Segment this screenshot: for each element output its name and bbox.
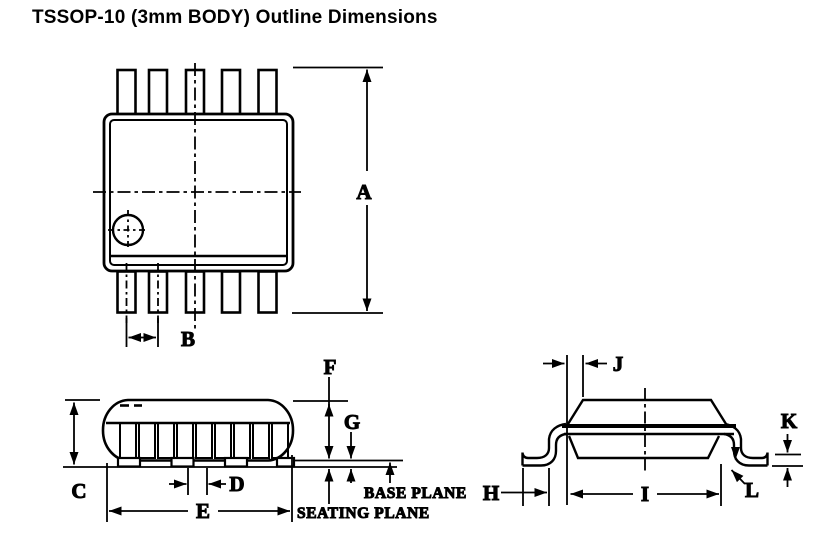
- dimension-d: [169, 468, 226, 495]
- end-view: J H I K: [482, 352, 803, 507]
- seating-plane-label: SEATING PLANE: [297, 505, 430, 522]
- end-left-lead: [521, 422, 567, 467]
- dimension-f: [293, 377, 348, 504]
- dim-label-a: A: [356, 180, 372, 204]
- dim-label-g: G: [344, 410, 360, 434]
- base-plane-label: BASE PLANE: [364, 485, 467, 502]
- dimension-a: [292, 66, 383, 314]
- top-view: A B: [93, 63, 383, 352]
- dim-label-f: F: [324, 355, 337, 379]
- dim-label-i: I: [641, 482, 649, 506]
- side-view: C D E F: [63, 355, 467, 524]
- dimension-l: [730, 447, 746, 485]
- end-view-package: [521, 388, 769, 474]
- bottom-pins: [116, 270, 278, 314]
- dimension-e: [106, 455, 293, 522]
- dim-label-d: D: [229, 472, 244, 496]
- dim-label-e: E: [196, 499, 210, 523]
- dim-label-j: J: [613, 352, 624, 376]
- side-body: [101, 398, 295, 462]
- dimension-b: [125, 318, 159, 347]
- end-body-outline: [566, 398, 728, 460]
- dimension-h: [501, 468, 550, 506]
- dim-label-b: B: [181, 327, 195, 351]
- dimension-c: [65, 399, 100, 465]
- pin1-indicator: [108, 210, 148, 250]
- dim-label-h: H: [483, 481, 499, 505]
- dim-label-c: C: [71, 479, 86, 503]
- dim-label-l: L: [745, 478, 759, 502]
- end-body-fill: [568, 400, 726, 458]
- top-view-package: [93, 63, 301, 331]
- drawing-title: TSSOP-10 (3mm BODY) Outline Dimensions: [32, 7, 438, 28]
- end-right-lead: [723, 422, 769, 467]
- dimension-k: [772, 434, 803, 487]
- dimension-j: [543, 355, 607, 505]
- dim-label-k: K: [781, 409, 798, 433]
- top-pins: [116, 68, 278, 118]
- side-view-package: [101, 398, 296, 468]
- dimension-i: [570, 464, 722, 506]
